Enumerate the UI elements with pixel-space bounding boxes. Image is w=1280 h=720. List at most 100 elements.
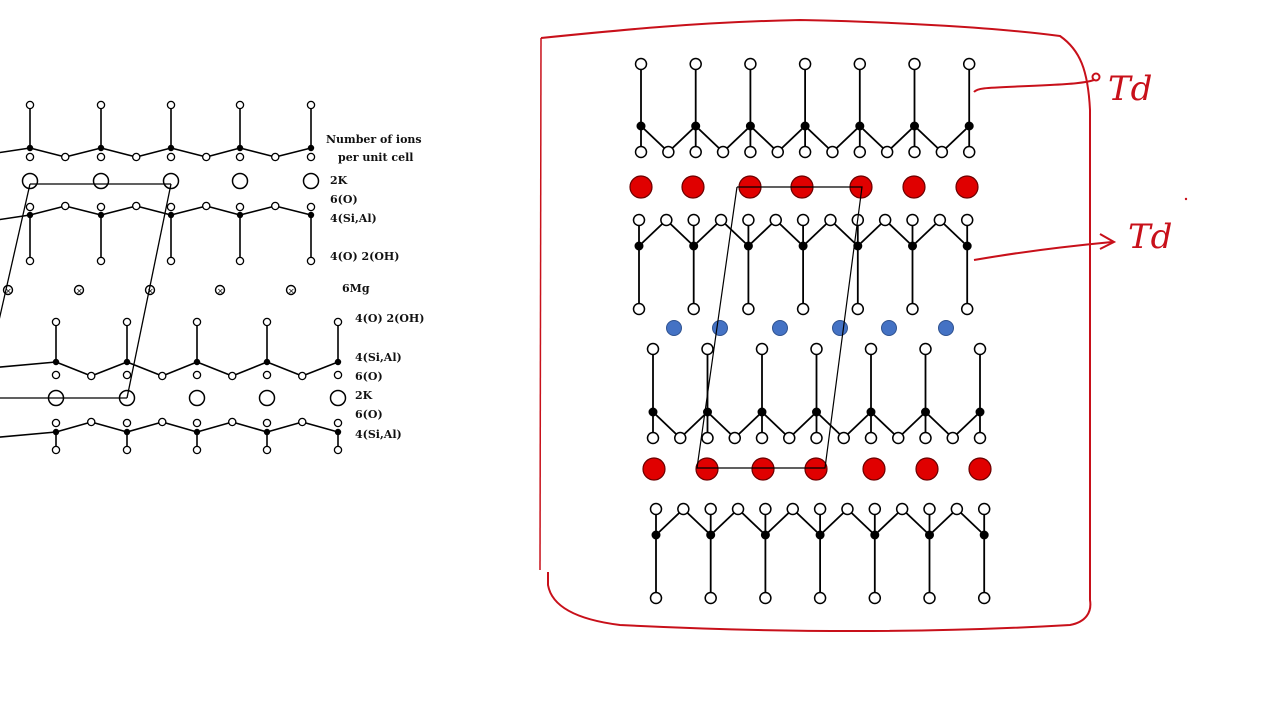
silicon-atom [26, 144, 34, 152]
bridging-oxygen [131, 201, 141, 211]
potassium-ion [695, 457, 719, 481]
bridge-bond [136, 147, 172, 158]
silicon-atom [689, 241, 699, 251]
silicon-atom [52, 428, 60, 436]
silicon-atom [812, 407, 822, 417]
basal-oxygen [333, 418, 343, 428]
bridge-bond [911, 219, 941, 247]
bridge-bond [667, 125, 697, 153]
silicon-atom [634, 241, 644, 251]
bridge-bond [266, 421, 303, 433]
basal-oxygen [646, 431, 660, 445]
bridge-bond [747, 219, 777, 247]
silicon-atom [648, 407, 658, 417]
ion-label-k-bot: 2K [355, 389, 373, 402]
basal-oxygen [96, 202, 106, 212]
bridge-bond [897, 411, 927, 439]
pointer-dot-top [1091, 72, 1101, 82]
bridge-bond [846, 508, 876, 536]
apical-oxygen [851, 302, 865, 316]
bridge-bond [275, 205, 312, 216]
basal-oxygen [962, 145, 976, 159]
apical-oxygen [742, 302, 755, 316]
bridge-bond [913, 125, 943, 153]
bridge-bond [720, 219, 750, 247]
basal-oxygen [166, 152, 176, 162]
silicon-atom [236, 211, 244, 219]
silicon-atom [855, 121, 865, 131]
bridge-bond [231, 361, 268, 377]
silicon-atom [236, 144, 244, 152]
apical-oxygen [923, 591, 936, 605]
apical-oxygen [864, 342, 878, 356]
bridging-oxygen [87, 371, 96, 381]
apical-oxygen [122, 317, 132, 327]
silicon-atom [167, 144, 175, 152]
bridge-bond [761, 411, 790, 439]
basal-oxygen [704, 502, 717, 516]
apical-oxygen [908, 57, 921, 71]
bridge-bond [956, 508, 985, 536]
basal-oxygen [960, 213, 974, 227]
bridge-bond [65, 205, 102, 216]
bridge-bond [232, 421, 268, 433]
silicon-atom [263, 428, 271, 436]
potassium-ion [751, 457, 775, 481]
bridge-bond [775, 219, 804, 247]
apical-oxygen [973, 342, 987, 356]
bridge-bond [777, 125, 806, 153]
bridge-bond [870, 411, 899, 439]
bridge-bond [952, 411, 981, 439]
potassium-ion [21, 172, 39, 190]
basal-oxygen [649, 502, 663, 516]
ion-label-o6-top: 6(O) [330, 193, 358, 206]
ion-label-ooh-bot: 4(O) 2(OH) [355, 312, 425, 325]
apical-oxygen [687, 302, 700, 316]
basal-oxygen [853, 145, 867, 159]
unit-cell-outline [696, 186, 863, 469]
silicon-atom [193, 428, 201, 436]
pointer-line-top [973, 79, 1095, 93]
bridge-bond [196, 361, 233, 377]
magnesium-cross-mark: × [288, 287, 295, 296]
basal-oxygen [235, 202, 245, 212]
basal-oxygen [813, 502, 827, 516]
bridge-bond [764, 508, 794, 536]
magnesium-cross-mark: × [76, 287, 83, 296]
left-tetrahedral-sheet-4 [0, 417, 343, 455]
silicon-atom [866, 407, 876, 417]
basal-oxygen [166, 202, 176, 212]
potassium-ion [681, 175, 705, 199]
bridge-bond [843, 411, 872, 439]
annotation-td-top: Td [1108, 69, 1152, 109]
apical-oxygen [704, 591, 717, 605]
bridge-bond [638, 219, 667, 247]
bridge-bond [874, 508, 903, 536]
potassium-ion [329, 389, 347, 407]
magnesium-ion [214, 284, 226, 296]
bridging-oxygen [714, 213, 728, 227]
silicon-atom [97, 211, 105, 219]
bridge-bond [302, 421, 339, 433]
bridging-oxygen [950, 502, 964, 516]
bridge-bond [100, 205, 137, 216]
left-tetrahedral-sheet-3 [0, 317, 343, 381]
apical-oxygen [919, 342, 932, 356]
bridge-bond [91, 421, 128, 433]
magnesium-ion [666, 320, 682, 336]
unit-cell-left-edge [0, 183, 31, 319]
basal-oxygen [96, 152, 106, 162]
ion-label-si-bot2: 4(Si,Al) [355, 428, 402, 441]
apical-oxygen [796, 302, 810, 316]
bridge-bond [802, 219, 832, 247]
apical-oxygen [646, 342, 660, 356]
silicon-atom [636, 121, 646, 131]
bridge-bond [65, 147, 102, 158]
apical-oxygen [813, 591, 827, 605]
silicon-atom [123, 428, 131, 436]
bridge-bond [162, 421, 198, 433]
basal-oxygen [908, 145, 921, 159]
basal-oxygen [235, 152, 245, 162]
basal-oxygen [687, 213, 700, 227]
basal-oxygen [192, 418, 202, 428]
